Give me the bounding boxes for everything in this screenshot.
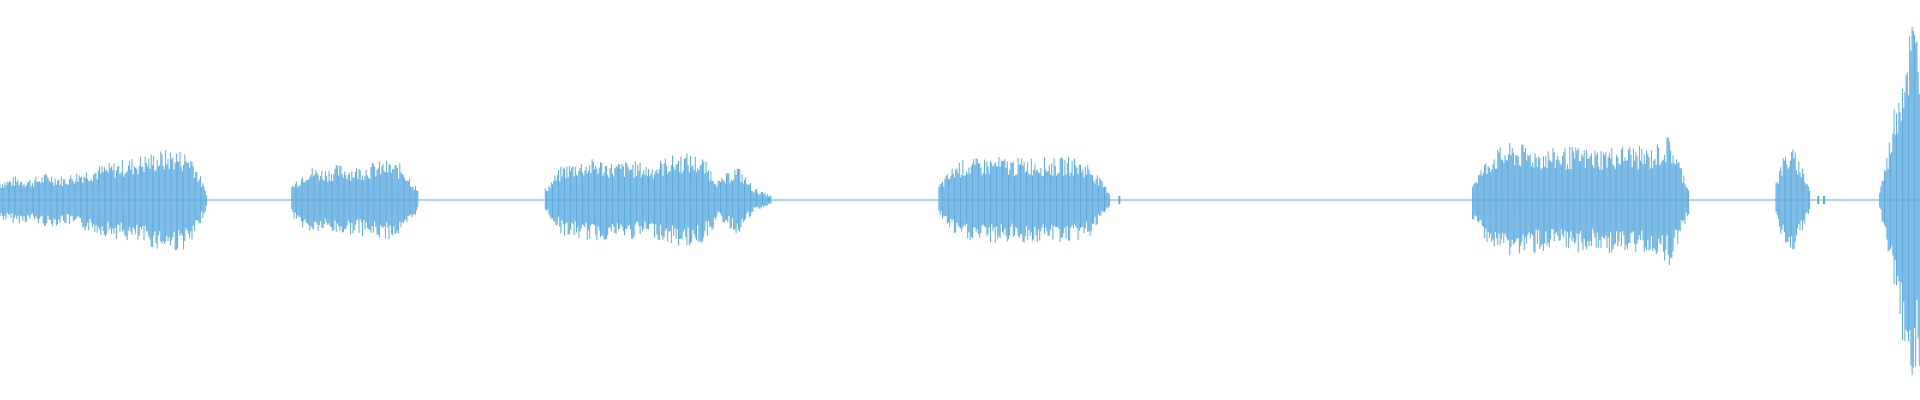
waveform-segment (1775, 149, 1811, 250)
waveform-segment (0, 150, 207, 251)
waveform-segment (1472, 137, 1690, 266)
waveform-segment (291, 160, 419, 240)
waveform-samples (0, 26, 1920, 375)
waveform-segment (544, 153, 772, 246)
waveform-segment (1879, 26, 1920, 375)
waveform-segment (938, 156, 1110, 243)
